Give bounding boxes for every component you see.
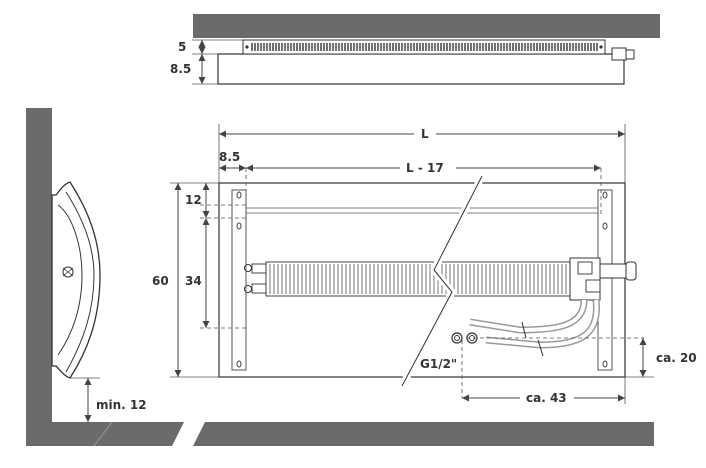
dim-side-offset: 8.5 [219, 150, 240, 164]
grille-slots [251, 43, 598, 51]
dim-top-gap: 5 [178, 40, 186, 54]
bracket-hole-tr [602, 191, 608, 199]
bracket-hole-br [602, 360, 608, 368]
dim-top-margin: 12 [185, 193, 202, 207]
valve-assembly [569, 257, 637, 301]
connection-ring-1 [451, 332, 463, 344]
label-connection: G1/2" [420, 357, 457, 371]
dim-top-depth: 8.5 [170, 62, 191, 76]
radiator-profile-inner [57, 204, 83, 356]
top-view-valve [611, 47, 627, 61]
dim-total-length: L [421, 127, 429, 141]
dim-height-total: 60 [152, 274, 169, 288]
heat-exchanger-fins [269, 264, 575, 294]
grille-screw-left [245, 45, 249, 49]
top-view-body [217, 53, 625, 85]
bracket-hole-tl [236, 191, 242, 199]
wall-and-floor [26, 108, 184, 446]
bracket-left [231, 189, 247, 371]
ceiling-wall [193, 14, 660, 38]
top-view: 5 8.5 [170, 14, 660, 85]
dim-inner-length: L - 17 [406, 161, 444, 175]
dim-conn-height: ca. 20 [656, 351, 697, 365]
floor-right [193, 422, 654, 446]
grille-screw-right [599, 45, 603, 49]
front-view: L 8.5 L - 17 60 12 34 G1/2" ca. 20 ca. 4… [152, 124, 697, 405]
side-view: min. 12 [26, 108, 654, 447]
radiator-profile-face [65, 191, 95, 373]
side-bolt-detail [62, 267, 74, 277]
dim-min-floor: min. 12 [96, 398, 147, 412]
dim-conn-offset: ca. 43 [526, 391, 567, 405]
floor-break-hatch [93, 421, 113, 447]
bracket-hole-ml [236, 222, 242, 230]
bracket-hole-mr [602, 222, 608, 230]
dim-heater-height: 34 [185, 274, 202, 288]
break-line-stroke [401, 175, 483, 387]
radiator-profile [51, 181, 101, 379]
top-view-valve-cap [625, 49, 635, 60]
bracket-hole-bl [236, 360, 242, 368]
flexible-hoses [451, 299, 600, 357]
